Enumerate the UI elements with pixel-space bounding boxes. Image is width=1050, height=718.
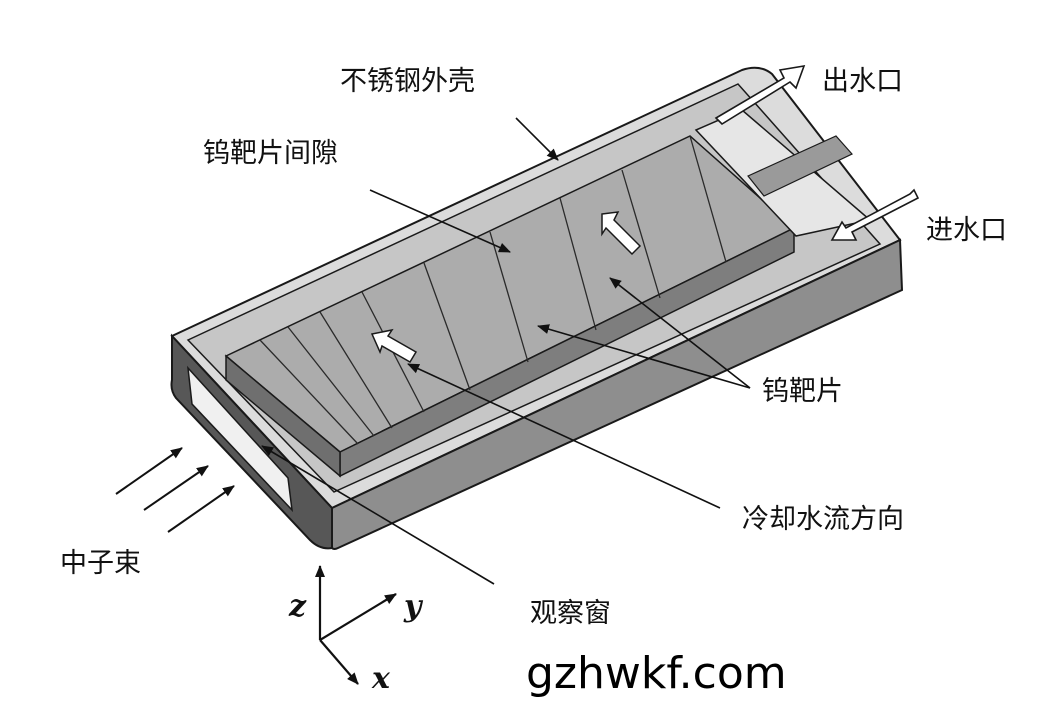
- label-stainless-shell: 不锈钢外壳: [340, 66, 475, 97]
- label-coolant-flow-direction: 冷却水流方向: [742, 504, 904, 535]
- leader-lines: [261, 117, 751, 585]
- plate-gap-lines: [259, 135, 727, 445]
- label-tungsten-plate: 钨靶片: [762, 376, 843, 407]
- observation-window: [186, 365, 294, 513]
- label-observation-window: 观察窗: [530, 598, 611, 629]
- manifold-channel: [747, 135, 853, 197]
- plate-stack-front: [225, 354, 341, 478]
- inlet-arrow: [830, 188, 920, 241]
- axis-z-label: z: [289, 589, 307, 624]
- label-neutron-beam: 中子束: [60, 548, 141, 579]
- housing-side-face: [331, 238, 904, 550]
- neutron-beam-arrows: [115, 447, 235, 533]
- flow-arrow-hollow-1: [370, 328, 418, 364]
- axis-x-label: x: [372, 661, 390, 696]
- label-water-outlet: 出水口: [822, 66, 903, 97]
- axis-y-label: y: [404, 589, 422, 624]
- flow-arrow-hollow-2: [601, 211, 642, 256]
- label-water-inlet: 进水口: [926, 215, 1007, 246]
- outlet-arrow: [714, 64, 806, 126]
- watermark: gzhwkf.com: [526, 648, 787, 699]
- coordinate-axes: [315, 565, 397, 685]
- label-plate-gap: 钨靶片间隙: [203, 138, 338, 169]
